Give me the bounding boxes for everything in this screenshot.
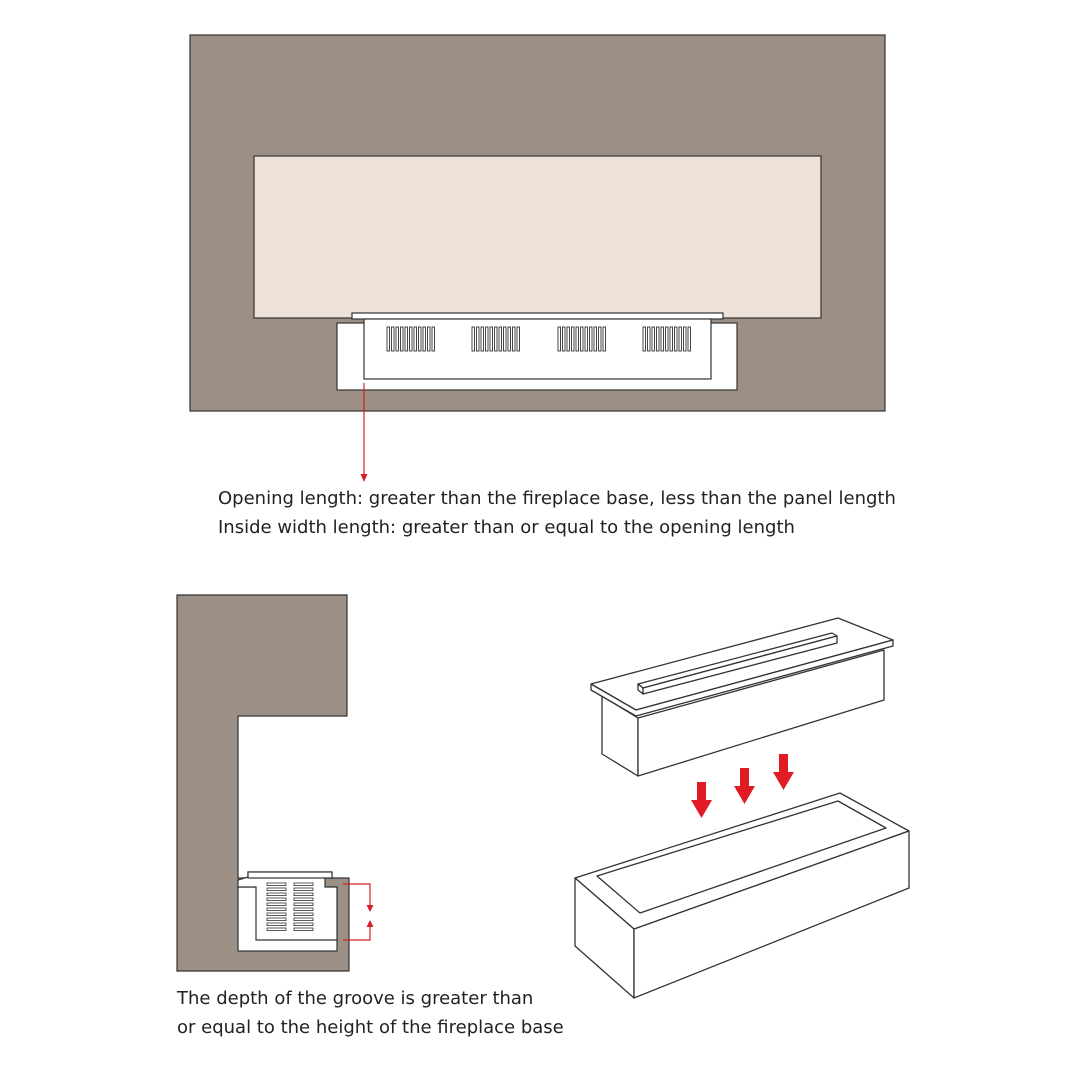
groove-box-side <box>633 830 910 999</box>
insert-panel-edge <box>590 639 894 717</box>
depth-dimension-arrowheads <box>366 905 374 927</box>
groove-caption: The depth of the groove is greater than … <box>177 984 564 1042</box>
opening-caption-line-1: Opening length: greater than the firepla… <box>218 488 896 509</box>
vent-grille-2 <box>471 326 520 352</box>
opening-leader-arrow <box>360 383 368 482</box>
groove-box <box>574 792 910 999</box>
fireplace-insert <box>590 617 894 777</box>
opening-caption: Opening length: greater than the firepla… <box>218 484 896 542</box>
down-arrow-icon <box>773 754 794 790</box>
front-view <box>189 34 886 482</box>
isometric-assembly-view <box>574 617 910 999</box>
vent-grille-3 <box>557 326 606 352</box>
vent-grille-4 <box>642 326 691 352</box>
groove-caption-line-2: or equal to the height of the fireplace … <box>177 1017 564 1038</box>
down-arrow-icon <box>734 768 755 804</box>
opening-caption-line-2: Inside width length: greater than or equ… <box>218 517 795 538</box>
groove-caption-line-1: The depth of the groove is greater than <box>177 988 534 1009</box>
wall-recess <box>253 155 822 319</box>
panel-top-edge <box>351 312 724 320</box>
groove-box-inner-opening <box>596 800 887 914</box>
vent-grille-1 <box>386 326 435 352</box>
wall-section <box>176 594 350 972</box>
depth-dimension-marker <box>343 883 371 941</box>
insertion-arrows <box>691 754 794 818</box>
panel-lip <box>247 871 333 879</box>
side-section-view <box>176 594 374 972</box>
down-arrow-icon <box>691 782 712 818</box>
insert-body-side <box>637 649 885 777</box>
burner-rail-side <box>642 635 838 695</box>
